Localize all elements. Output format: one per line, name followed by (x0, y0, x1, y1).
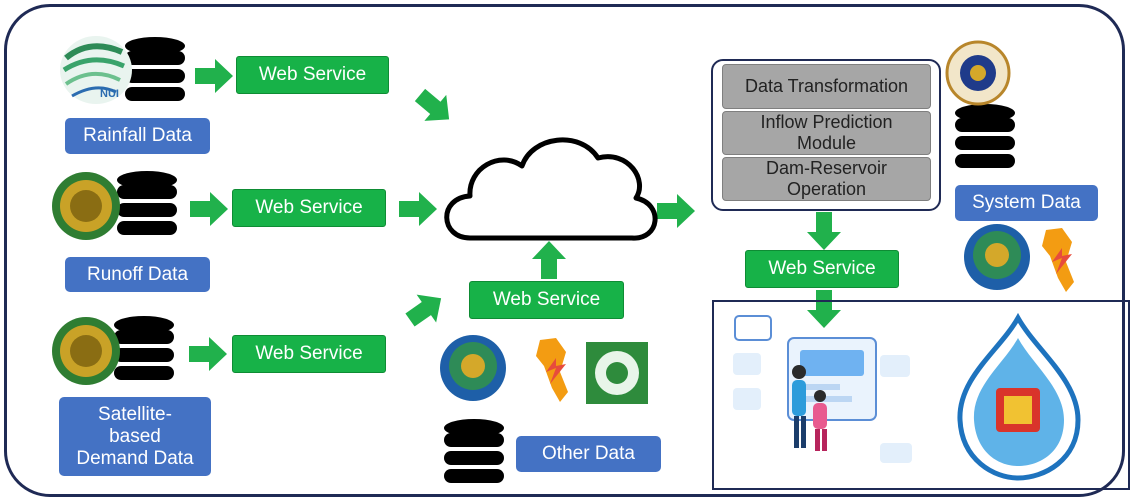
rainfall-database-icon (125, 37, 185, 101)
web-service-box-runoff: Web Service (232, 189, 386, 227)
arrow-icon (657, 194, 695, 228)
gistda-logo (536, 338, 568, 402)
other-database-icon (444, 419, 504, 483)
web-service-label: Web Service (255, 197, 363, 218)
rid-logo-system (964, 224, 1030, 290)
satellite-database-icon (114, 316, 174, 380)
gistda-logo-system (1042, 228, 1074, 292)
data-transformation-module: Data Transformation (722, 64, 931, 109)
website-output-panel (712, 300, 1130, 490)
web-service-label: Web Service (492, 289, 601, 310)
website-illustration (733, 315, 912, 463)
web-service-box-rainfall: Web Service (236, 56, 389, 94)
arrow-icon (195, 59, 233, 93)
arrow-icon (189, 337, 227, 371)
web-service-box-satellite: Web Service (232, 335, 386, 373)
arrow-icon (399, 192, 437, 226)
web-service-label: Web Service (258, 64, 367, 85)
cloud-icon (444, 137, 658, 241)
web-service-box-output: Web Service (745, 250, 899, 288)
web-service-label: Web Service (255, 343, 363, 364)
mahidol-seal-logo (945, 40, 1011, 106)
green-agency-logo (586, 342, 648, 404)
web-service-label: Web Service (768, 258, 876, 279)
rid-logo (440, 335, 506, 401)
inflow-prediction-module: Inflow Prediction Module (722, 111, 931, 155)
outer-frame (4, 4, 1125, 497)
rainfall-data-label: Rainfall Data (65, 118, 210, 154)
arrow-icon (532, 241, 566, 279)
runoff-database-icon (117, 171, 177, 235)
system-data-label: System Data (955, 185, 1098, 221)
dam-reservoir-module: Dam-Reservoir Operation (722, 157, 931, 201)
arrow-icon (190, 192, 228, 226)
nui-logo: NUI (60, 36, 132, 104)
arrow-icon (409, 81, 461, 133)
processing-container (711, 59, 941, 211)
svg-text:NUI: NUI (100, 88, 119, 100)
onwr-logo (957, 312, 1081, 481)
other-data-label: Other Data (516, 436, 661, 472)
web-service-box-other: Web Service (469, 281, 624, 319)
ku-seal-logo-runoff (52, 172, 120, 240)
ku-seal-logo-satellite (52, 317, 120, 385)
runoff-data-label: Runoff Data (65, 257, 210, 292)
system-database-icon (955, 104, 1015, 168)
arrow-icon (807, 212, 841, 250)
arrow-icon (400, 284, 451, 334)
satellite-data-label: Satellite-based Demand Data (59, 397, 211, 476)
